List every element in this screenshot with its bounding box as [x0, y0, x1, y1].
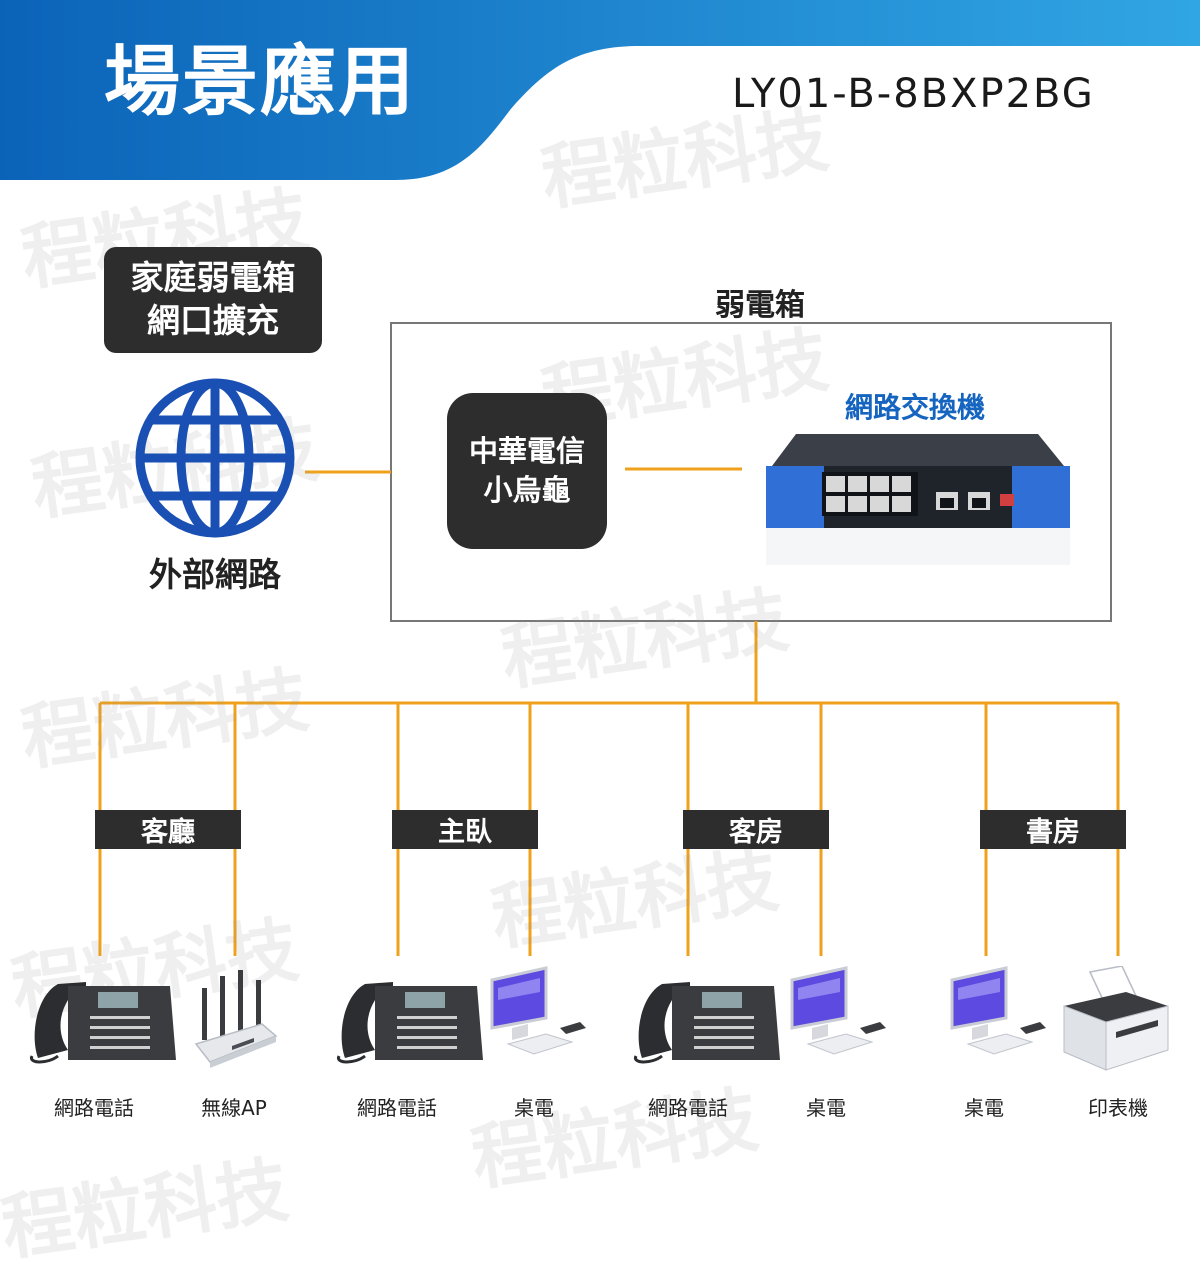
- wireless-router-icon: [194, 970, 278, 1068]
- cabinet-label: 弱電箱: [715, 288, 805, 323]
- device-label: 網路電話: [54, 1096, 134, 1120]
- header-band: [0, 0, 1200, 180]
- modem-box: 中華電信小烏龜: [447, 393, 607, 549]
- device-label: 桌電: [806, 1096, 846, 1120]
- ip-phone-icon: [634, 982, 780, 1064]
- desktop-pc-icon: [950, 966, 1046, 1055]
- network-switch-icon: [766, 434, 1070, 565]
- device-label: 網路電話: [357, 1096, 437, 1120]
- desktop-pc-icon: [790, 966, 886, 1055]
- modem-label: 中華電信小烏龜: [468, 433, 585, 507]
- ip-phone-icon: [337, 982, 483, 1064]
- desktop-pc-icon: [490, 966, 586, 1055]
- device-label: 桌電: [514, 1096, 554, 1120]
- external-expansion-label: 家庭弱電箱網口擴充: [130, 258, 296, 340]
- switch-label: 網路交換機: [844, 391, 985, 424]
- room-label-living-room: 客廳: [95, 810, 241, 849]
- model-number: LY01-B-8BXP2BG: [732, 71, 1095, 117]
- device-label: 網路電話: [648, 1096, 728, 1120]
- page-title: 場景應用: [104, 37, 416, 126]
- room-label-study: 書房: [980, 810, 1126, 849]
- printer-icon: [1063, 966, 1169, 1071]
- room-label-master-bedroom: 主臥: [392, 810, 538, 849]
- device-label: 印表機: [1088, 1096, 1148, 1120]
- external-network-label: 外部網路: [149, 555, 281, 594]
- external-expansion-box: 家庭弱電箱網口擴充: [104, 247, 322, 353]
- device-label: 桌電: [964, 1096, 1004, 1120]
- ip-phone-icon: [30, 982, 176, 1064]
- globe-icon: [135, 378, 295, 538]
- room-label-guest-room: 客房: [683, 810, 829, 849]
- device-label: 無線AP: [201, 1096, 267, 1120]
